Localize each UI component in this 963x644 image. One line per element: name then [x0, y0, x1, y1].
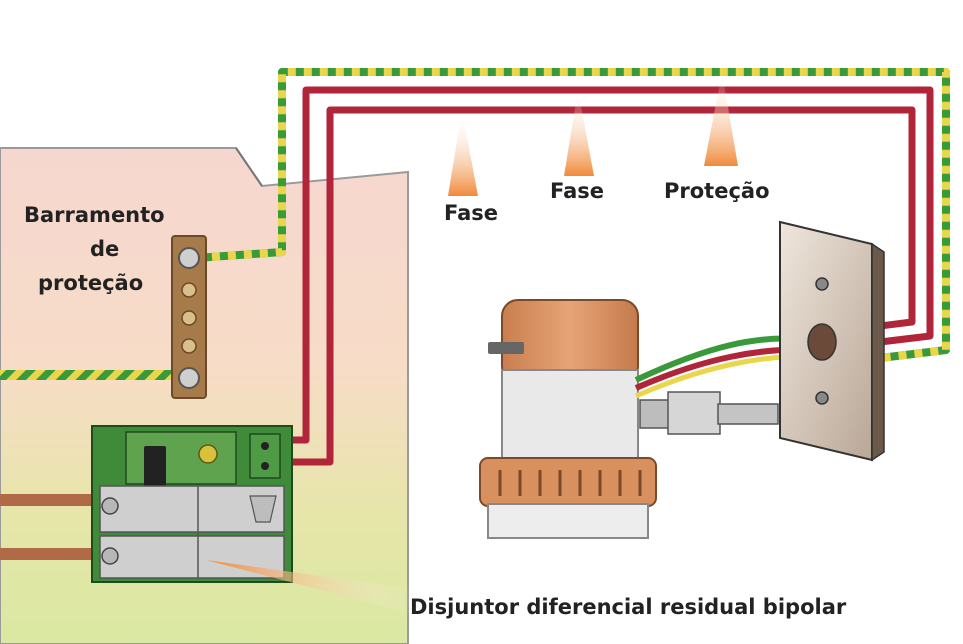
phase-a-label: Fase — [444, 201, 498, 225]
busbar-label-line2: de — [90, 237, 119, 261]
phase-wire-inner — [292, 106, 916, 466]
appliance — [479, 299, 657, 539]
supply-cables — [0, 494, 100, 560]
arrow-phase-a — [448, 110, 478, 196]
protection-label: Proteção — [664, 179, 770, 203]
phase-b-label: Fase — [550, 179, 604, 203]
residual-current-breaker — [91, 425, 293, 583]
phase-wire-outer — [292, 86, 934, 444]
breaker-label: Disjuntor diferencial residual bipolar — [410, 595, 847, 619]
arrow-protection — [704, 72, 738, 166]
arrow-breaker — [206, 560, 420, 616]
arrow-phase-b — [564, 90, 594, 176]
wall-outlet — [779, 220, 885, 462]
busbar-label-line3: proteção — [38, 271, 143, 295]
protection-wire — [195, 68, 950, 362]
earth-wire-incoming — [0, 370, 180, 380]
busbar-label-line1: Barramento — [24, 203, 165, 227]
protection-busbar — [171, 235, 207, 399]
